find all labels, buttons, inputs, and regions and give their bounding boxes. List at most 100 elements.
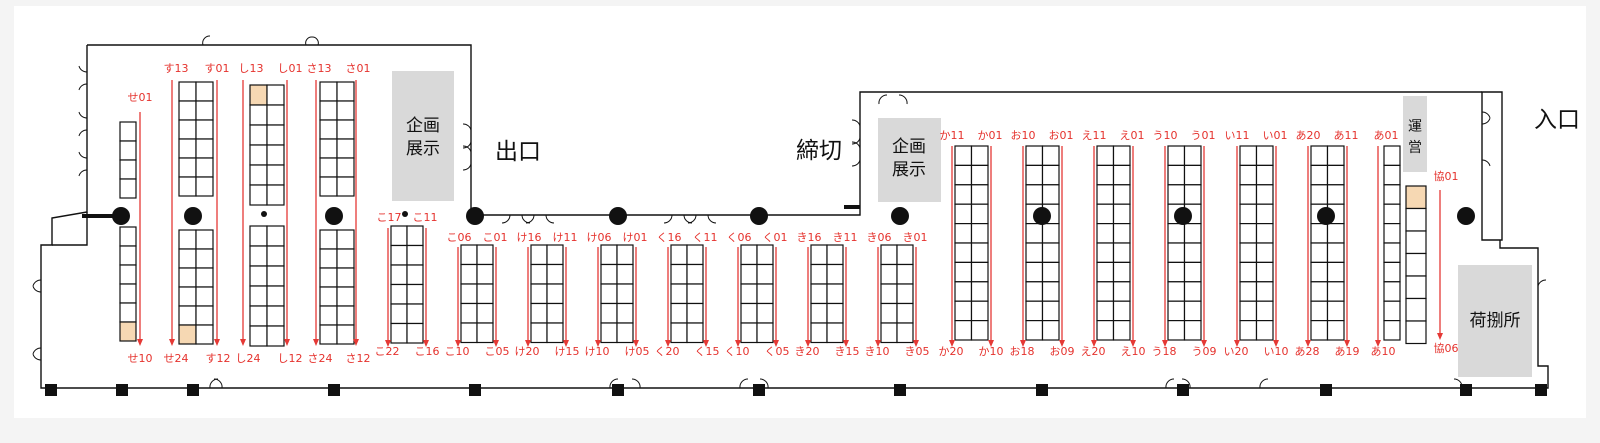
booth-cell[interactable]	[319, 248, 338, 269]
booth-cell[interactable]	[970, 184, 989, 205]
booth-cell[interactable]	[1096, 281, 1115, 302]
booth-cell[interactable]	[319, 267, 338, 288]
booth-cell[interactable]	[1041, 184, 1060, 205]
booth-cell[interactable]	[460, 322, 478, 344]
booth-cell[interactable]	[266, 124, 285, 146]
booth-cell[interactable]	[740, 244, 758, 266]
booth-cell[interactable]	[1405, 185, 1427, 210]
booth-cell[interactable]	[1255, 261, 1274, 283]
booth-cell[interactable]	[1383, 223, 1401, 244]
booth-cell[interactable]	[740, 322, 758, 344]
booth-cell[interactable]	[390, 225, 408, 247]
booth-cell[interactable]	[530, 263, 548, 285]
booth-cell[interactable]	[476, 244, 494, 266]
booth-cell[interactable]	[476, 322, 494, 344]
booth-cell[interactable]	[195, 305, 214, 326]
booth-cell[interactable]	[1167, 145, 1186, 166]
booth-cell[interactable]	[600, 322, 618, 344]
booth-cell[interactable]	[249, 104, 268, 126]
booth-cell[interactable]	[616, 322, 634, 344]
booth-cell[interactable]	[1112, 261, 1131, 283]
booth-cell[interactable]	[1310, 320, 1329, 341]
booth-column-right-2[interactable]	[1096, 145, 1131, 341]
booth-cell[interactable]	[756, 263, 774, 285]
booth-cell[interactable]	[406, 322, 424, 344]
booth-cell[interactable]	[119, 264, 137, 285]
booth-cell[interactable]	[249, 164, 268, 186]
booth-cell[interactable]	[970, 320, 989, 341]
booth-cell[interactable]	[600, 263, 618, 285]
booth-column-a01[interactable]	[1383, 145, 1401, 341]
booth-cell[interactable]	[954, 145, 973, 166]
booth-column-right-3[interactable]	[1167, 145, 1202, 341]
booth-cell[interactable]	[1326, 223, 1345, 244]
booth-cell[interactable]	[1041, 281, 1060, 302]
booth-cell[interactable]	[686, 302, 704, 324]
booth-cell[interactable]	[1096, 203, 1115, 225]
booth-cell[interactable]	[1405, 320, 1427, 345]
booth-cell[interactable]	[195, 119, 214, 140]
booth-cell[interactable]	[476, 263, 494, 285]
booth-cell[interactable]	[1025, 242, 1044, 263]
booth-cell[interactable]	[740, 263, 758, 285]
booth-cell[interactable]	[1167, 261, 1186, 283]
booth-cell[interactable]	[670, 244, 688, 266]
booth-cell[interactable]	[546, 302, 564, 324]
booth-cell[interactable]	[195, 286, 214, 307]
booth-cell[interactable]	[119, 302, 137, 323]
booth-cell[interactable]	[1310, 261, 1329, 283]
booth-cell[interactable]	[1326, 281, 1345, 302]
booth-cell[interactable]	[1041, 261, 1060, 283]
booth-cell[interactable]	[1383, 242, 1401, 263]
booth-cell[interactable]	[195, 248, 214, 269]
booth-cell[interactable]	[1255, 203, 1274, 225]
booth-cell[interactable]	[954, 261, 973, 283]
booth-cell[interactable]	[178, 157, 197, 178]
booth-cell[interactable]	[178, 138, 197, 159]
booth-cell[interactable]	[826, 302, 844, 324]
booth-cell[interactable]	[896, 263, 914, 285]
booth-cell[interactable]	[1383, 320, 1401, 341]
booth-cell[interactable]	[826, 244, 844, 266]
booth-cell[interactable]	[1096, 184, 1115, 205]
booth-cell[interactable]	[319, 119, 338, 140]
booth-cell[interactable]	[1183, 164, 1202, 186]
booth-cell[interactable]	[266, 285, 285, 307]
booth-cell[interactable]	[1041, 164, 1060, 186]
booth-cell[interactable]	[1183, 300, 1202, 322]
booth-cell[interactable]	[756, 322, 774, 344]
booth-cell[interactable]	[119, 178, 137, 199]
booth-cell[interactable]	[1183, 184, 1202, 205]
booth-column-mid-2[interactable]	[530, 244, 564, 344]
booth-cell[interactable]	[1326, 320, 1345, 341]
booth-cell[interactable]	[266, 325, 285, 347]
booth-cell[interactable]	[460, 244, 478, 266]
booth-cell[interactable]	[970, 223, 989, 244]
booth-column-right-0[interactable]	[954, 145, 989, 341]
booth-cell[interactable]	[1326, 300, 1345, 322]
booth-cell[interactable]	[1405, 275, 1427, 300]
booth-cell[interactable]	[616, 263, 634, 285]
booth-column-shi-lower[interactable]	[249, 225, 285, 347]
booth-cell[interactable]	[1096, 242, 1115, 263]
booth-cell[interactable]	[390, 283, 408, 305]
booth-cell[interactable]	[1112, 164, 1131, 186]
booth-cell[interactable]	[119, 159, 137, 180]
booth-cell[interactable]	[1041, 320, 1060, 341]
booth-cell[interactable]	[249, 225, 268, 247]
booth-cell[interactable]	[1310, 184, 1329, 205]
booth-cell[interactable]	[1167, 281, 1186, 302]
booth-column-su-lower[interactable]	[178, 229, 214, 345]
booth-cell[interactable]	[756, 302, 774, 324]
booth-cell[interactable]	[319, 100, 338, 121]
booth-cell[interactable]	[616, 302, 634, 324]
booth-cell[interactable]	[1025, 281, 1044, 302]
booth-cell[interactable]	[756, 244, 774, 266]
booth-cell[interactable]	[266, 84, 285, 106]
package-area[interactable]: 荷捌所	[1458, 265, 1532, 377]
booth-cell[interactable]	[530, 322, 548, 344]
booth-cell[interactable]	[178, 305, 197, 326]
booth-cell[interactable]	[970, 300, 989, 322]
booth-cell[interactable]	[740, 302, 758, 324]
booth-cell[interactable]	[1383, 203, 1401, 225]
